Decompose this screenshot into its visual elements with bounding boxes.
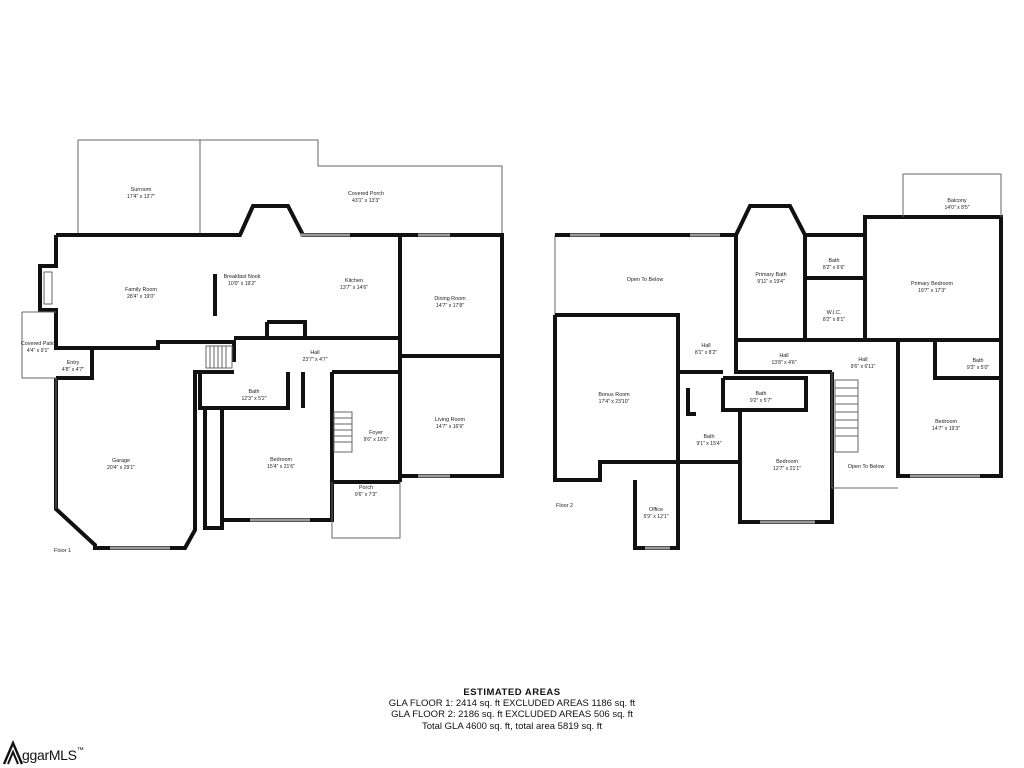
room-bath-1-name: Bath	[248, 389, 259, 395]
room-primary-bedroom-dims: 19'7" x 17'3"	[918, 288, 946, 294]
room-open-to-below-2-name: Open To Below	[848, 464, 885, 470]
room-bedroom-2a-dims: 14'7" x 19'3"	[932, 426, 960, 432]
room-surroom-dims: 17'4" x 13'7"	[127, 194, 155, 200]
room-wic-name: W.I.C.	[827, 310, 842, 316]
room-garage-dims: 20'4" x 29'1"	[107, 465, 135, 471]
room-bath-2b-name: Bath	[972, 358, 983, 364]
logo-wordmark: ggarMLS	[22, 747, 77, 763]
room-porch-name: Porch	[359, 485, 373, 491]
mls-logo: ggarMLS™	[2, 738, 84, 766]
room-breakfast-nook-name: Breakfast Nook	[224, 274, 261, 280]
estimated-areas: ESTIMATED AREAS GLA FLOOR 1: 2414 sq. ft…	[312, 687, 712, 732]
room-living-room-name: Living Room	[435, 417, 465, 423]
area-line-floor-1: GLA FLOOR 1: 2414 sq. ft EXCLUDED AREAS …	[388, 698, 636, 710]
room-bath-2a-dims: 8'2" x 6'6"	[823, 265, 845, 271]
room-primary-bedroom-name: Primary Bedroom	[911, 281, 953, 287]
room-entry-name: Entry	[67, 360, 80, 366]
room-bedroom-2a-name: Bedroom	[935, 419, 957, 425]
room-covered-porch-name: Covered Porch	[348, 191, 384, 197]
room-bath-2c-dims: 9'2" x 5'7"	[750, 398, 772, 404]
room-bath-2d-name: Bath	[703, 434, 714, 440]
room-breakfast-nook-dims: 10'0" x 19'2"	[228, 281, 256, 287]
room-office-name: Office	[649, 507, 663, 513]
room-office-dims: 5'9" x 12'1"	[643, 514, 668, 520]
room-bedroom-1-name: Bedroom	[270, 457, 292, 463]
room-hall-2c-name: Hall	[858, 357, 867, 363]
house-logo-icon	[2, 740, 24, 765]
room-primary-bath-dims: 9'11" x 19'4"	[757, 279, 785, 285]
room-balcony-name: Balcony	[947, 198, 966, 204]
room-hall-2b-dims: 13'8" x 4'6"	[771, 360, 796, 366]
area-line-total: Total GLA 4600 sq. ft, total area 5819 s…	[421, 720, 603, 732]
room-covered-patio-dims: 4'4" x 9'1"	[27, 348, 49, 354]
room-foyer-dims: 9'6" x 16'5"	[363, 437, 388, 443]
room-bonus-room-name: Bonus Room	[598, 392, 630, 398]
room-family-room-name: Family Room	[125, 287, 157, 293]
room-open-to-below-1-name: Open To Below	[627, 277, 664, 283]
room-hall-2c-dims: 9'6" x 6'11"	[851, 364, 876, 370]
room-bath-2d-dims: 9'1" x 15'4"	[696, 441, 721, 447]
area-line-floor-2: GLA FLOOR 2: 2186 sq. ft EXCLUDED AREAS …	[391, 709, 633, 721]
logo-text: ggarMLS™	[22, 747, 84, 763]
room-primary-bath-name: Primary Bath	[755, 272, 786, 278]
room-garage-name: Garage	[112, 458, 130, 464]
room-hall-1-name: Hall	[310, 350, 319, 356]
estimated-areas-title: ESTIMATED AREAS	[463, 687, 561, 698]
room-bedroom-1-dims: 15'4" x 21'6"	[267, 464, 295, 470]
room-bonus-room-dims: 17'4" x 23'10"	[599, 399, 630, 405]
room-kitchen-name: Kitchen	[345, 278, 363, 284]
room-hall-1-dims: 23'7" x 4'7"	[302, 357, 327, 363]
room-kitchen-dims: 13'7" x 14'6"	[340, 285, 368, 291]
room-wic-dims: 8'2" x 8'1"	[823, 317, 845, 323]
room-entry-dims: 4'8" x 4'7"	[62, 367, 84, 373]
floor-1-plan: Floor 1 Surroom 17'4" x 13'7" Covered Po…	[21, 139, 504, 554]
room-dining-room-dims: 14'7" x 17'8"	[436, 303, 464, 309]
room-bath-2b-dims: 9'3" x 5'0"	[967, 365, 989, 371]
floor-2-label: Floor 2	[556, 503, 573, 509]
room-covered-patio-name: Covered Patio	[21, 341, 55, 347]
room-family-room-dims: 28'4" x 19'0"	[127, 294, 155, 300]
logo-trademark: ™	[76, 747, 84, 754]
room-covered-porch-dims: 43'1" x 13'3"	[352, 198, 380, 204]
room-dining-room-name: Dining Room	[434, 296, 466, 302]
floor-1-label: Floor 1	[54, 548, 71, 554]
floor-2-plan: Floor 2 Open To Below Primary Bath 9'11"…	[553, 173, 1003, 550]
room-bath-1-dims: 12'3" x 5'2"	[241, 396, 266, 402]
room-hall-2b-name: Hall	[779, 353, 788, 359]
room-bedroom-2b-name: Bedroom	[776, 459, 798, 465]
room-bath-2c-name: Bath	[755, 391, 766, 397]
room-foyer-name: Foyer	[369, 430, 383, 436]
room-balcony-dims: 14'0" x 8'5"	[944, 205, 969, 211]
room-surroom-name: Surroom	[131, 187, 152, 193]
room-porch-dims: 9'6" x 7'3"	[355, 492, 377, 498]
room-living-room-dims: 14'7" x 16'9"	[436, 424, 464, 430]
room-bedroom-2b-dims: 12'7" x 21'1"	[773, 466, 801, 472]
room-hall-2a-dims: 8'1" x 8'2"	[695, 350, 717, 356]
room-bath-2a-name: Bath	[828, 258, 839, 264]
room-hall-2a-name: Hall	[701, 343, 710, 349]
